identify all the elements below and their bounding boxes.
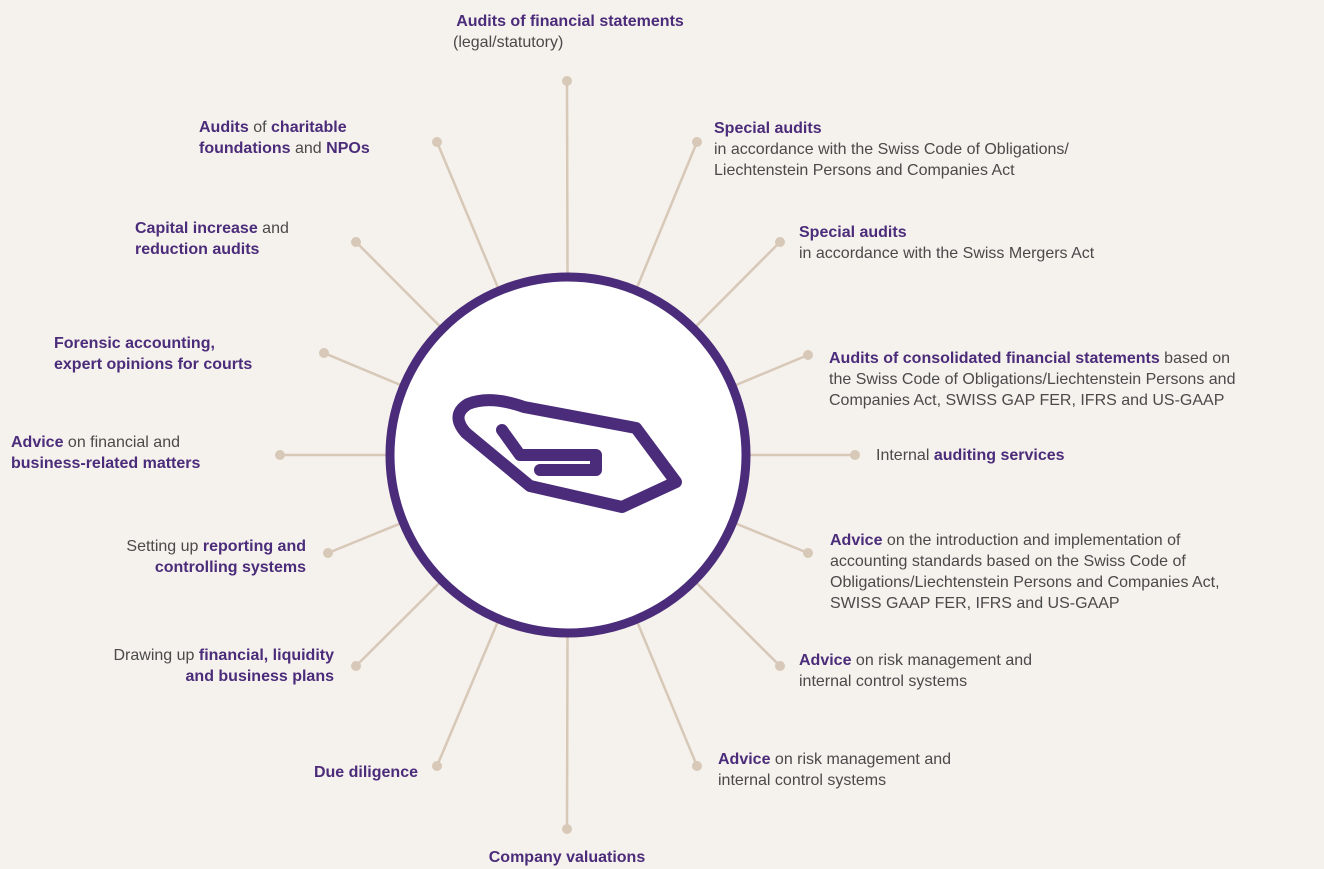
label-capital: Capital increase and reduction audits: [135, 218, 289, 260]
label-charitable: Audits of charitable foundations and NPO…: [199, 117, 370, 159]
label-text: and: [257, 220, 289, 237]
label-text: controlling systems: [154, 559, 306, 576]
label-due-diligence: Due diligence: [210, 762, 418, 783]
label-text: charitable: [271, 119, 347, 136]
label-consolidated-audits: Audits of consolidated financial stateme…: [829, 348, 1235, 411]
label-text: expert opinions for courts: [54, 356, 253, 373]
label-text: and business plans: [185, 668, 334, 685]
label-advice-financial: Advice on financial and business-related…: [11, 432, 200, 474]
label-text: Due diligence: [313, 764, 418, 781]
label-text: internal control systems: [799, 673, 968, 690]
spoke-special-audits-co-dot: [692, 137, 702, 147]
label-text: Company valuations: [488, 849, 646, 866]
label-audits-financial-statements: Audits of financial statements (legal/st…: [440, 11, 700, 53]
label-text: Companies Act, SWISS GAP FER, IFRS and U…: [829, 392, 1225, 409]
label-text: reduction audits: [135, 241, 260, 258]
label-text: the Swiss Code of Obligations/Liechtenst…: [829, 371, 1236, 388]
label-text: Advice: [830, 532, 883, 549]
label-financial-plans: Drawing up financial, liquidity and busi…: [10, 645, 335, 687]
label-text: Capital increase: [135, 220, 258, 237]
label-forensic: Forensic accounting, expert opinions for…: [54, 333, 252, 375]
spoke-special-audits-mergers-dot: [775, 237, 785, 247]
spoke-top-dot: [562, 76, 572, 86]
label-text: on financial and: [63, 434, 180, 451]
label-text: Audits of financial statements: [456, 13, 684, 30]
label-text: in accordance with the Swiss Mergers Act: [799, 245, 1095, 262]
label-text: business-related matters: [11, 455, 201, 472]
label-text: internal control systems: [718, 772, 887, 789]
label-text: Special audits: [714, 120, 822, 137]
label-text: Advice: [11, 434, 64, 451]
label-text: Drawing up: [113, 647, 199, 664]
label-special-audits-mergers: Special audits in accordance with the Sw…: [799, 222, 1094, 264]
label-text: Setting up: [126, 538, 203, 555]
label-text: Obligations/Liechtenstein Persons and Co…: [830, 574, 1220, 591]
spoke-advice-risk-1-dot: [775, 661, 785, 671]
label-text: (legal/statutory): [453, 34, 564, 51]
label-text: Internal: [876, 447, 934, 464]
label-internal-auditing: Internal auditing services: [876, 445, 1065, 466]
spoke-company-valuations-dot: [562, 824, 572, 834]
label-text: Special audits: [799, 224, 907, 241]
label-text: Audits: [199, 119, 249, 136]
label-text: Audits of consolidated financial stateme…: [829, 350, 1160, 367]
label-text: Liechtenstein Persons and Companies Act: [714, 162, 1015, 179]
label-text: Forensic accounting,: [54, 335, 215, 352]
label-text: on risk management and: [770, 751, 952, 768]
label-text: SWISS GAAP FER, IFRS and US-GAAP: [830, 595, 1120, 612]
spoke-capital-dot: [351, 237, 361, 247]
label-text: on risk management and: [851, 652, 1033, 669]
label-advice-risk-1: Advice on risk management and internal c…: [799, 650, 1032, 692]
spoke-advice-financial-dot: [275, 450, 285, 460]
spoke-due-diligence-dot: [432, 761, 442, 771]
label-text: Advice: [718, 751, 771, 768]
label-text: on the introduction and implementation o…: [882, 532, 1181, 549]
spoke-internal-auditing-dot: [850, 450, 860, 460]
spoke-forensic-dot: [319, 348, 329, 358]
spoke-financial-plans-dot: [351, 661, 361, 671]
spoke-advice-standards-dot: [803, 548, 813, 558]
label-text: based on: [1159, 350, 1230, 367]
label-text: financial, liquidity: [198, 647, 334, 664]
spoke-advice-risk-2-dot: [692, 761, 702, 771]
label-text: of: [248, 119, 272, 136]
spoke-charitable-dot: [432, 137, 442, 147]
label-text: NPOs: [326, 140, 370, 157]
label-text: in accordance with the Swiss Code of Obl…: [714, 141, 1069, 158]
label-company-valuations: Company valuations: [440, 847, 694, 868]
spoke-reporting-dot: [323, 548, 333, 558]
label-advice-risk-2: Advice on risk management and internal c…: [718, 749, 951, 791]
spoke-consolidated-dot: [803, 350, 813, 360]
label-special-audits-co: Special audits in accordance with the Sw…: [714, 118, 1069, 181]
abstract-logo-icon: [452, 394, 682, 513]
label-advice-standards: Advice on the introduction and implement…: [830, 530, 1220, 614]
label-reporting: Setting up reporting and controlling sys…: [10, 536, 306, 578]
label-text: and: [290, 140, 327, 157]
label-text: Advice: [799, 652, 852, 669]
label-text: reporting and: [202, 538, 306, 555]
label-text: foundations: [199, 140, 291, 157]
label-text: accounting standards based on the Swiss …: [830, 553, 1186, 570]
label-text: auditing services: [933, 447, 1065, 464]
